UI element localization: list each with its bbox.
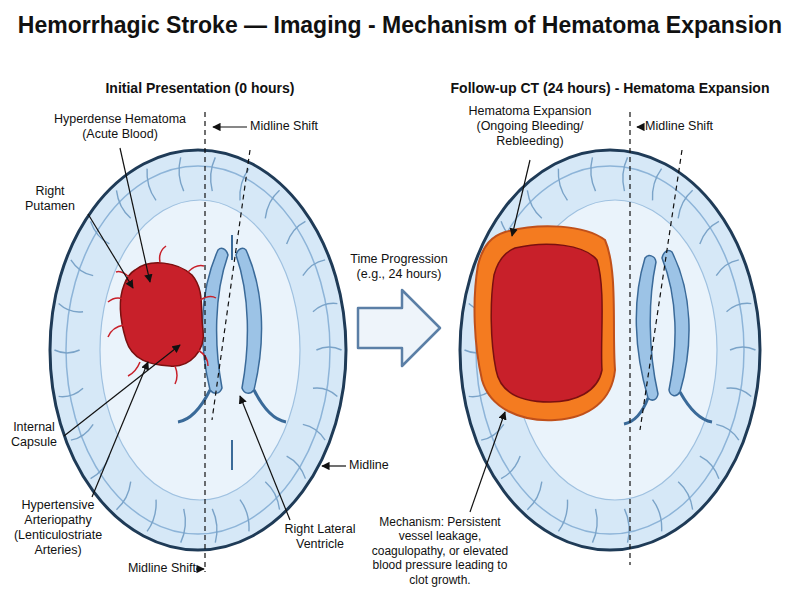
midline-shift-label: Midline Shift — [645, 119, 745, 134]
gyrus-stroke — [211, 157, 216, 191]
structure-label: Internal Capsule — [4, 420, 64, 450]
gyrus-stroke — [147, 169, 156, 201]
gyrus-stroke — [71, 424, 93, 440]
gyrus-stroke — [316, 347, 341, 350]
gyrus-stroke — [558, 169, 567, 201]
gyrus-stroke — [700, 221, 719, 244]
gyrus-stroke — [716, 260, 739, 276]
gyrus-stroke — [265, 482, 279, 510]
gyrus-stroke — [303, 424, 325, 440]
gyrus-stroke — [240, 169, 249, 201]
gyrus-stroke — [592, 509, 597, 543]
gyrus-stroke — [287, 221, 306, 244]
time-arrow — [358, 290, 440, 366]
structure-label: Hypertensive Arteriopathy (Lenticulostri… — [4, 498, 112, 558]
panel-heading: Initial Presentation (0 hours) — [40, 80, 360, 97]
gyrus-stroke — [313, 388, 337, 396]
gyrus-stroke — [527, 482, 541, 510]
gyrus-stroke — [179, 157, 184, 191]
gyrus-stroke — [623, 157, 628, 191]
gyrus-stroke — [624, 509, 629, 543]
brain-initial — [50, 150, 346, 550]
gyrus-stroke — [716, 424, 739, 440]
diagram-title: Hemorrhagic Stroke — Imaging - Mechanism… — [0, 12, 800, 40]
gyrus-stroke — [730, 347, 756, 350]
gyrus-stroke — [91, 456, 110, 479]
gyrus-stroke — [147, 500, 156, 532]
gyrus-stroke — [240, 500, 249, 532]
gyrus-stroke — [116, 482, 130, 510]
gyrus-stroke — [678, 482, 692, 510]
gyrus-stroke — [501, 456, 520, 479]
structure-label: Hyperdense Hematoma (Acute Blood) — [45, 112, 195, 142]
gyrus-stroke — [652, 169, 661, 201]
structure-label: Right Putamen — [10, 184, 90, 214]
gyrus-stroke — [653, 500, 662, 532]
midline-markers — [205, 112, 682, 572]
gyrus-stroke — [558, 500, 567, 532]
leader-lines — [64, 127, 642, 569]
gyrus-stroke — [181, 509, 186, 543]
panel-heading: Follow-up CT (24 hours) - Hematoma Expan… — [430, 80, 790, 97]
gyrus-stroke — [727, 388, 752, 396]
midline-label: Midline — [349, 458, 409, 473]
gyrus-stroke — [313, 303, 337, 311]
gyrus-stroke — [287, 456, 306, 479]
midline-shift-label: Midline Shift — [250, 119, 340, 134]
gyrus-stroke — [54, 350, 79, 353]
gyrus-stroke — [59, 304, 83, 312]
midline-shift-label: Midline Shift — [112, 561, 196, 576]
gyrus-stroke — [71, 260, 93, 276]
gyrus-stroke — [116, 190, 130, 218]
gyrus-stroke — [303, 260, 325, 276]
expansion-label: Hematoma Expansion (Ongoing Bleeding/ Re… — [455, 104, 605, 149]
brain-follow-up — [460, 150, 760, 550]
gyrus-stroke — [265, 190, 279, 218]
time-label: Time Progression (e.g., 24 hours) — [343, 252, 455, 282]
gyrus-stroke — [527, 190, 541, 218]
gyrus-stroke — [700, 456, 719, 479]
structure-label: Right Lateral Ventricle — [280, 522, 360, 552]
gyrus-stroke — [678, 190, 692, 218]
gyrus-stroke — [591, 157, 596, 191]
gyrus-stroke — [212, 509, 217, 543]
gyrus-stroke — [59, 388, 83, 396]
mechanism-note: Mechanism: Persistent vessel leakage, co… — [365, 515, 515, 587]
gyrus-stroke — [727, 303, 752, 311]
